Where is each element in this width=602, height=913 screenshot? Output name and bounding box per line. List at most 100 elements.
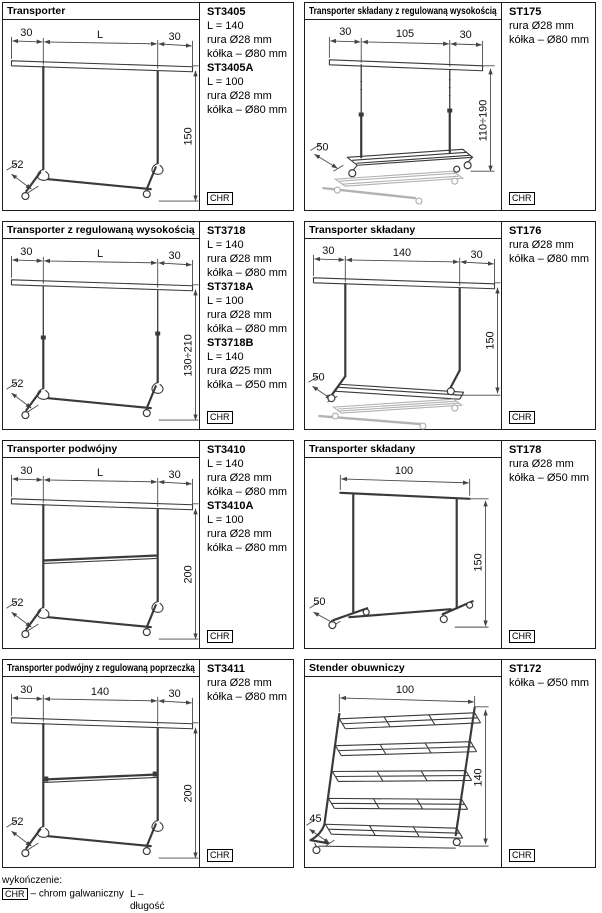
dim-label: 30 [169,469,181,481]
spec-line: L = 100 [207,514,244,526]
dim-label: 110÷190 [478,100,490,142]
rack-drawing: 30 140 30 200 52 [6,684,199,859]
dim-label: 30 [471,249,483,261]
panel-title: Transporter [3,3,199,20]
spec-line: rura Ø28 mm [207,253,272,265]
dim-label: 150 [183,127,195,145]
spec-line: kółka – Ø80 mm [207,267,288,279]
dim-label: 105 [396,28,414,40]
dim-label: 45 [309,813,321,825]
spec-line: kółka – Ø50 mm [207,379,288,391]
catalog-grid: Transporter 30 L [2,2,596,868]
dim-label: 52 [11,816,23,828]
spec-line: L = 100 [207,295,244,307]
drawing-area: 30 L 30 130÷210 52 [3,239,199,429]
spec-line: rura Ø28 mm [207,528,272,540]
drawing-area: 30 L 30 150 52 [3,20,199,210]
panel-transporter-st178: Transporter składany 100 150 50 [304,440,596,649]
spec-line: L = 140 [207,239,244,251]
dim-label: 150 [485,331,497,349]
rack-drawing: 30 L 30 150 52 [6,27,199,202]
spec-line: rura Ø28 mm [509,458,574,470]
product-code: ST175 [509,6,542,18]
panel-title: Transporter podwójny z regulowaną poprze… [3,660,199,677]
dim-label: 52 [11,159,23,171]
dim-label: 52 [11,378,23,390]
panel-transporter-st3718: Transporter z regulowaną wysokością [2,221,294,430]
panel-stender-st172: Stender obuwniczy 100 140 45 [304,659,596,868]
spec-line: rura Ø28 mm [207,677,272,689]
dim-label: 50 [313,596,325,608]
spec-line: rura Ø28 mm [509,20,574,32]
dim-label: 30 [169,688,181,700]
panel-title: Transporter z regulowaną wysokością [3,222,199,239]
product-code: ST172 [509,663,542,675]
legend-l-text: L – długość [130,889,165,912]
spec-line: rura Ø28 mm [207,90,272,102]
spec-column: ST178 rura Ø28 mm kółka – Ø50 mm CHR [502,441,595,648]
finish-badge-chr: CHR [207,192,233,205]
dim-label: 30 [20,27,32,39]
finish-badge-chr: CHR [207,411,233,424]
panel-title: Stender obuwniczy [305,660,501,677]
dim-label: 140 [473,768,485,786]
dim-label: 30 [169,250,181,262]
spec-line: kółka – Ø80 mm [509,34,590,46]
product-code: ST3405A [207,62,254,74]
product-code: ST176 [509,225,542,237]
spec-column: ST3411 rura Ø28 mm kółka – Ø80 mm CHR [200,660,293,867]
spec-line: rura Ø28 mm [509,239,574,251]
rack-drawing: 30 140 30 150 50 [308,245,501,430]
dim-label: 30 [169,31,181,43]
spec-line: L = 100 [207,76,244,88]
shoe-stand-drawing: 100 140 45 [306,684,489,855]
spec-column: ST176 rura Ø28 mm kółka – Ø80 mm CHR [502,222,595,429]
dim-label: 200 [183,565,195,583]
panel-title: Transporter składany [305,222,501,239]
dim-label: 30 [322,245,334,257]
dim-label: L [97,467,103,479]
panel-transporter-st3410: Transporter podwójny 30 [2,440,294,649]
spec-line: kółka – Ø50 mm [509,677,590,689]
spec-line: kółka – Ø80 mm [207,323,288,335]
spec-column: ST3410 L = 140 rura Ø28 mm kółka – Ø80 m… [200,441,293,648]
spec-column: ST3718 L = 140 rura Ø28 mm kółka – Ø80 m… [200,222,293,429]
dim-label: 100 [396,684,414,696]
rack-drawing: 30 L 30 130÷210 52 [6,246,199,421]
drawing-area: 100 140 45 [305,677,501,867]
spec-line: kółka – Ø80 mm [509,253,590,265]
dim-label: 100 [395,465,413,477]
panel-transporter-st175: Transporter składany z regulowaną wysoko… [304,2,596,211]
legend-heading: wykończenie: [2,875,63,886]
product-code: ST178 [509,444,542,456]
legend-footer: wykończenie: CHR– chrom galwaniczny L – … [2,875,164,912]
drawing-area: 30 105 30 110÷190 50 [305,20,501,210]
dim-label: 30 [460,29,472,41]
product-code: ST3718A [207,281,254,293]
panel-transporter-st176: Transporter składany [304,221,596,430]
rack-drawing: 30 105 30 110÷190 50 [310,26,495,205]
panel-title: Transporter składany z regulowaną wysoko… [305,3,501,20]
spec-line: kółka – Ø80 mm [207,48,288,60]
dim-label: 200 [183,784,195,802]
finish-badge-chr: CHR [509,630,535,643]
spec-line: rura Ø28 mm [207,34,272,46]
spec-column: ST175 rura Ø28 mm kółka – Ø80 mm CHR [502,3,595,210]
product-code: ST3411 [207,663,245,675]
panel-transporter-st3411: Transporter podwójny z regulowaną poprze… [2,659,294,868]
spec-line: L = 140 [207,458,244,470]
dim-label: L [97,248,103,260]
spec-line: kółka – Ø80 mm [207,691,288,703]
panel-title: Transporter podwójny [3,441,199,458]
finish-badge-chr: CHR [207,849,233,862]
panel-title: Transporter składany [305,441,501,458]
legend-chr-text: – chrom galwaniczny [30,888,124,900]
drawing-area: 30 140 30 150 50 [305,239,501,430]
dim-label: 130÷210 [183,334,195,377]
spec-line: kółka – Ø80 mm [207,486,288,498]
dim-label: 30 [20,246,32,258]
rack-drawing: 30 L 30 200 52 [6,465,199,640]
dim-label: 30 [20,684,32,696]
legend-chr-badge: CHR [2,888,28,900]
finish-badge-chr: CHR [207,630,233,643]
